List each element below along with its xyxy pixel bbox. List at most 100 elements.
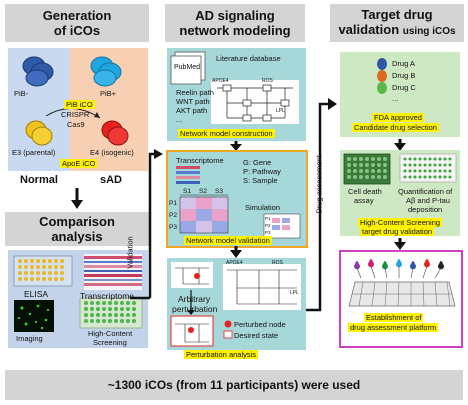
hcs-target-line1: High-Content Screening xyxy=(358,218,443,227)
desired-state-label: Desired state xyxy=(234,331,279,340)
legend-gene: G: Gene xyxy=(243,158,272,167)
sad-label: sAD xyxy=(100,174,123,186)
down-arrow-icon xyxy=(394,238,406,250)
perturbed-node-marker-icon xyxy=(188,327,194,333)
comparison-hcs-line2: Screening xyxy=(93,338,127,347)
sim-row: P2 xyxy=(265,223,271,228)
quant-line3: deposition xyxy=(408,205,443,214)
comparison-header-line2: analysis xyxy=(51,229,103,244)
sim-row: P3 xyxy=(265,230,271,235)
validation-label: Validation xyxy=(125,236,135,269)
s-col-header: S3 xyxy=(215,188,223,195)
drug-c-label: Drug C xyxy=(392,83,416,92)
perturbed-node-label: Perturbed node xyxy=(234,320,286,329)
construction-label: Network model construction xyxy=(178,129,275,138)
elisa-label: ELISA xyxy=(24,289,49,299)
cell-death-plate-icon xyxy=(343,153,391,185)
normal-label: Normal xyxy=(20,174,58,186)
path-list: Reelin path WNT path AKT path ... xyxy=(176,88,214,124)
construction-node-ros: ROS xyxy=(262,78,273,84)
p-row-header: P2 xyxy=(169,212,177,219)
hcs-illustrations xyxy=(343,153,457,185)
perturbation-node-apoe4: APOE4 xyxy=(226,260,243,266)
pathway-matrix-icon xyxy=(179,196,229,234)
legend: G: Gene P: Pathway S: Sample xyxy=(243,158,281,185)
perturbed-node-legend-icon xyxy=(224,320,232,328)
quantification-plate-icon xyxy=(399,153,457,183)
simulation-mini-table-icon xyxy=(263,213,301,239)
pib-plus-organoid-icon xyxy=(90,56,122,87)
validation-illustrations xyxy=(176,166,301,239)
pib-minus-organoid-icon xyxy=(22,56,54,87)
generation-header-line1: Generation xyxy=(42,8,112,23)
down-arrow-icon xyxy=(230,141,242,151)
cell-death-line1: Cell death xyxy=(348,187,382,196)
multi-plate-stack-icon xyxy=(348,281,456,307)
legend-sample: S: Sample xyxy=(243,176,278,185)
platform-illustrations xyxy=(348,259,456,307)
s-col-header: S1 xyxy=(183,188,191,195)
crispr-label: CRISPR xyxy=(61,110,90,119)
drug-illustrations xyxy=(377,58,387,94)
target-header-line2: validation using iCOs xyxy=(338,22,455,39)
footer-text: ~1300 iCOs (from 11 participants) were u… xyxy=(107,378,361,392)
path-item: Reelin path xyxy=(176,88,214,97)
sim-row: P1 xyxy=(265,216,271,221)
target-header-line1: Target drug xyxy=(361,7,433,22)
apoe-ico-label: ApoE iCO xyxy=(60,159,98,168)
down-arrow-icon xyxy=(230,246,242,258)
p-row-header: P3 xyxy=(169,224,177,231)
perturbation-label: Perturbation analysis xyxy=(184,350,259,359)
pubmed-document-icon xyxy=(170,51,206,85)
pubmed-label: PubMed xyxy=(174,64,201,71)
e3-organoid-icon xyxy=(25,120,53,146)
quant-line1: Quantification of xyxy=(398,187,453,196)
construction-illustrations xyxy=(170,51,299,124)
transcriptome-mini-heatmap-icon xyxy=(176,166,200,184)
comparison-illustrations xyxy=(13,254,143,332)
generation-header-line2: of iCOs xyxy=(53,23,101,38)
platform-line1: Establishment of xyxy=(364,313,424,322)
path-item: WNT path xyxy=(176,97,210,106)
pib-plus-label: PiB+ xyxy=(100,89,117,98)
drug-assessment-arrow-icon xyxy=(306,98,337,312)
fda-line2: Candidate drug selection xyxy=(352,123,439,132)
e4-organoid-icon xyxy=(101,120,129,146)
organoid-illustrations xyxy=(22,56,129,146)
elisa-plate-icon xyxy=(13,255,73,287)
footer-bar: ~1300 iCOs (from 11 participants) were u… xyxy=(5,370,463,400)
construction-node-lpl: LPL xyxy=(276,108,285,114)
drug-b-pill-icon xyxy=(377,70,387,82)
perturbation-illustrations xyxy=(170,262,301,347)
comparison-transcriptome-label: Transcriptome xyxy=(80,291,135,301)
pib-minus-label: PiB- xyxy=(14,89,29,98)
generation-header: Generation of iCOs xyxy=(5,4,149,42)
drug-list: Drug A Drug B Drug C ... xyxy=(392,58,416,104)
legend-pathway: P: Pathway xyxy=(243,167,281,176)
platform-line2: drug assessment platform xyxy=(348,323,439,332)
perturbation-node-lpl: LPL xyxy=(290,290,299,296)
perturbed-node-marker-icon xyxy=(194,273,200,279)
network-header-line1: AD signaling xyxy=(195,8,275,23)
comparison-hcs-line1: High-Content xyxy=(88,329,133,338)
drug-more-label: ... xyxy=(392,94,399,103)
cell-death-line2: assay xyxy=(354,196,374,205)
construction-node-apoe4: APOE4 xyxy=(212,78,229,84)
cas9-label: Cas9 xyxy=(67,120,85,129)
s-col-header: S2 xyxy=(199,188,207,195)
drug-droplet-row-icon xyxy=(354,259,444,279)
generation-panel: PiB- PiB+ PiB iCO CRISPR Cas9 E3 (parent… xyxy=(8,48,148,171)
drug-c-pill-icon xyxy=(377,82,387,94)
arbitrary-label-line1: Arbitrary xyxy=(178,294,211,304)
network-header-line2: network modeling xyxy=(179,23,291,38)
e4-label: E4 (isogenic) xyxy=(90,148,134,157)
path-item: AKT path xyxy=(176,106,208,115)
perturbation-node-ros: ROS xyxy=(272,260,283,266)
down-arrow-icon xyxy=(71,188,83,209)
hcs-plate-icon xyxy=(79,297,143,329)
target-header-line2a: validation xyxy=(338,22,403,37)
p-row-header: P1 xyxy=(169,200,177,207)
arbitrary-label-line2: perturbation xyxy=(172,304,218,314)
transcriptome-heatmap-icon xyxy=(84,254,142,290)
perturbation-network-icon xyxy=(170,262,301,347)
